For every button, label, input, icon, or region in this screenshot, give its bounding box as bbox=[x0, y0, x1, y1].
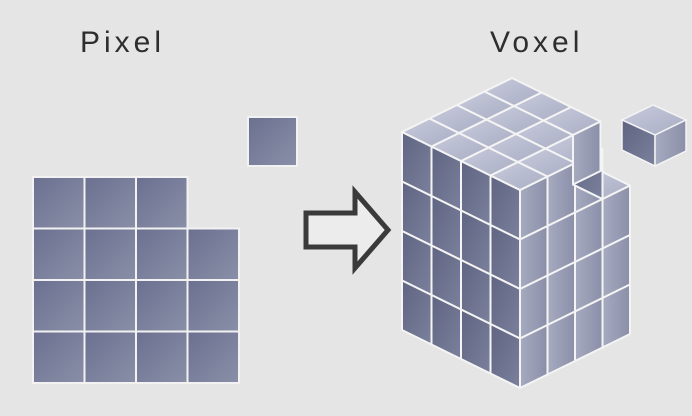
detached-voxel bbox=[620, 104, 688, 168]
pixel-cell bbox=[32, 227, 86, 281]
pixel-cell bbox=[32, 330, 86, 384]
pixel-cell bbox=[83, 279, 137, 333]
pixel-cell bbox=[83, 330, 137, 384]
voxel-right-face bbox=[572, 120, 602, 186]
right-arrow-icon bbox=[303, 185, 392, 275]
pixel-cell bbox=[186, 279, 240, 333]
pixel-cell bbox=[135, 176, 189, 230]
voxel-title: Voxel bbox=[490, 26, 584, 59]
pixel-cell bbox=[32, 176, 86, 230]
pixel-cell bbox=[83, 176, 137, 230]
pixel-cell bbox=[186, 227, 240, 281]
voxel-cube bbox=[401, 77, 631, 389]
voxel-left-face bbox=[401, 279, 433, 346]
voxel-right-face bbox=[601, 283, 631, 349]
pixel-title: Pixel bbox=[80, 26, 166, 59]
voxel-top-face bbox=[483, 77, 543, 107]
pixel-cell bbox=[186, 330, 240, 384]
pixel-cell bbox=[135, 227, 189, 281]
pixel-cell bbox=[135, 330, 189, 384]
detached-pixel bbox=[247, 116, 298, 167]
pixel-cell bbox=[83, 227, 137, 281]
pixel-grid bbox=[32, 176, 240, 384]
pixel-cell bbox=[135, 279, 189, 333]
pixel-cell bbox=[32, 279, 86, 333]
